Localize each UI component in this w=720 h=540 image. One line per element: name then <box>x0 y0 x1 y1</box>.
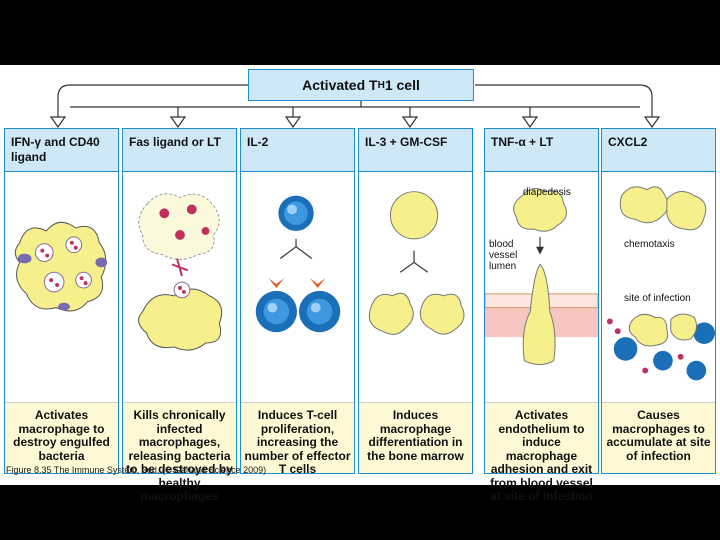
column-title: IL-2 <box>241 129 354 172</box>
column-title: CXCL2 <box>602 129 715 172</box>
column-title: TNF-α + LT <box>485 129 598 172</box>
top-title-suffix: 1 cell <box>384 77 420 93</box>
column-description: Kills chronically infected macrophages, … <box>126 408 233 503</box>
column-description: Activates endothelium to induce macropha… <box>490 408 593 503</box>
column-description: Activates macrophage to destroy engulfed… <box>13 408 110 463</box>
macrophage-differentiation-illustration <box>368 191 465 335</box>
column-cxcl2: CXCL2 chemotaxis site of infection Cause… <box>601 128 716 474</box>
column-footer <box>123 402 236 473</box>
column-footer <box>5 402 118 473</box>
t-cell-proliferation-illustration <box>255 195 341 333</box>
column-footer <box>602 402 715 473</box>
macrophage-chemotaxis-illustration <box>606 186 715 381</box>
top-title-prefix: Activated T <box>302 77 378 93</box>
column-il-2: IL-2 Induces T-cell proliferation, incre… <box>240 128 355 476</box>
activated-macrophage-illustration <box>14 221 108 312</box>
infected-macrophage-killing-illustration <box>138 193 223 351</box>
column-description: Causes macrophages to accumulate at site… <box>606 408 711 463</box>
chemotaxis-label: chemotaxis <box>624 239 675 250</box>
column-footer <box>359 402 472 473</box>
blood-vessel-lumen-label: blood vessel lumen <box>489 239 518 272</box>
column-ifn-gamma: IFN-γ and CD40 ligand Activates macropha… <box>4 128 119 474</box>
column-title: IFN-γ and CD40 ligand <box>5 129 118 172</box>
column-footer <box>485 402 598 473</box>
column-footer <box>241 402 354 473</box>
column-fas-ligand: Fas ligand or LT Kills chronically infec… <box>122 128 237 503</box>
endothelium-diapedesis-illustration <box>485 188 598 366</box>
column-tnf-alpha-lt: TNF-α + LT diapedesis blood vessel lumen… <box>484 128 599 503</box>
figure-caption: Figure 8.35 The Immune System, 3ed. (© G… <box>6 465 267 475</box>
column-il-3-gm-csf: IL-3 + GM-CSF Induces macrophage differe… <box>358 128 473 474</box>
branch-arrows <box>49 84 661 129</box>
column-title: IL-3 + GM-CSF <box>359 129 472 172</box>
column-description: Induces T-cell proliferation, increasing… <box>244 408 351 476</box>
site-of-infection-label: site of infection <box>624 293 691 304</box>
top-title-sub: H <box>377 79 385 91</box>
column-description: Induces macrophage differentiation in th… <box>367 408 464 463</box>
column-title: Fas ligand or LT <box>123 129 236 172</box>
diapedesis-label: diapedesis <box>523 187 571 198</box>
